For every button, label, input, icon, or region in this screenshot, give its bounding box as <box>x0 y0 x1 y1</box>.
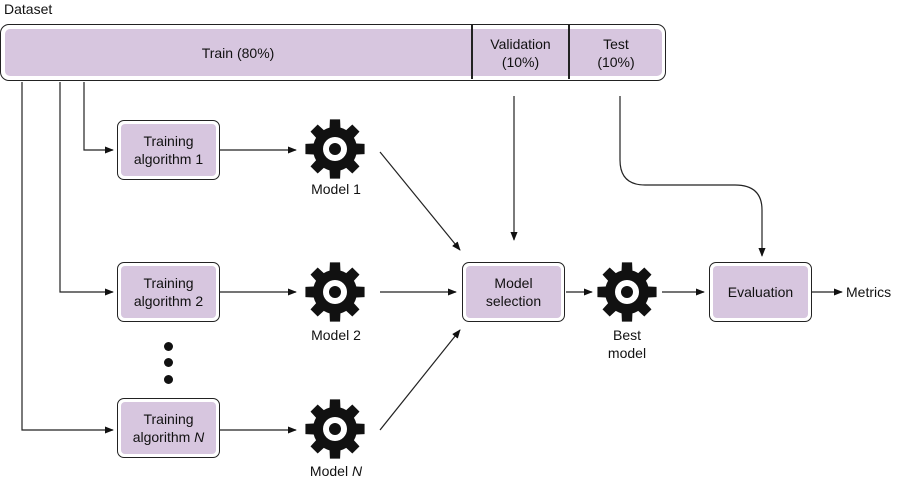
algorithm-n-italic: N <box>194 429 205 445</box>
test-pct: (10%) <box>597 53 635 70</box>
gear-icon <box>305 399 365 459</box>
training-algorithm-2-box: Training algorithm 2 <box>117 262 220 322</box>
model-n-label: Model N <box>300 462 372 480</box>
training-algorithm-1-box: Training algorithm 1 <box>117 120 220 180</box>
gear-icon <box>597 262 657 322</box>
model-selection-box: Model selection <box>462 262 565 322</box>
model-selection-line2: selection <box>485 293 542 309</box>
validation-pct: (10%) <box>501 53 540 70</box>
gear-icon <box>305 119 365 179</box>
algorithm-2-line2: algorithm 2 <box>133 293 204 309</box>
gear-hub <box>329 286 341 298</box>
algorithm-n-line2: algorithm N <box>133 428 205 446</box>
model-1-label: Model 1 <box>311 181 361 197</box>
metrics-label: Metrics <box>846 284 892 300</box>
train-label: Train (80%) <box>201 44 275 61</box>
evaluation-label: Evaluation <box>727 284 794 300</box>
ellipsis-dot <box>164 358 173 367</box>
validation-label: Validation <box>490 35 551 52</box>
dataset-bar: Train (80%) Validation (10%) Test (10%) <box>0 24 666 81</box>
algorithm-2-line1: Training <box>143 275 194 291</box>
best-model-line1: Best <box>612 327 641 343</box>
gear-hub <box>329 143 341 155</box>
ellipsis-dot <box>164 342 173 351</box>
model-n-text: Model <box>309 463 352 479</box>
segment-divider <box>471 25 473 79</box>
dataset-title: Dataset <box>4 1 53 17</box>
best-model-label: Best model <box>594 326 660 362</box>
model-selection-line1: Model <box>494 275 533 291</box>
train-segment: Train (80%) <box>5 29 471 76</box>
algorithm-n-line2-text: algorithm <box>132 429 195 445</box>
segment-divider <box>568 25 570 79</box>
test-label: Test <box>603 35 629 52</box>
training-algorithm-n-box: Training algorithm N <box>117 398 220 458</box>
ellipsis-dot <box>164 375 173 384</box>
algorithm-n-line1: Training <box>143 411 194 427</box>
algorithm-1-line2: algorithm 1 <box>133 151 204 167</box>
gear-hub <box>621 286 633 298</box>
validation-segment: Validation (10%) <box>473 29 568 76</box>
model-n-italic: N <box>351 463 363 479</box>
gear-icon <box>305 262 365 322</box>
evaluation-box: Evaluation <box>709 262 812 322</box>
algorithm-1-line1: Training <box>143 133 194 149</box>
test-segment: Test (10%) <box>570 29 662 76</box>
gear-hub <box>329 423 341 435</box>
model-2-label: Model 2 <box>311 327 361 343</box>
best-model-line2: model <box>607 345 647 361</box>
